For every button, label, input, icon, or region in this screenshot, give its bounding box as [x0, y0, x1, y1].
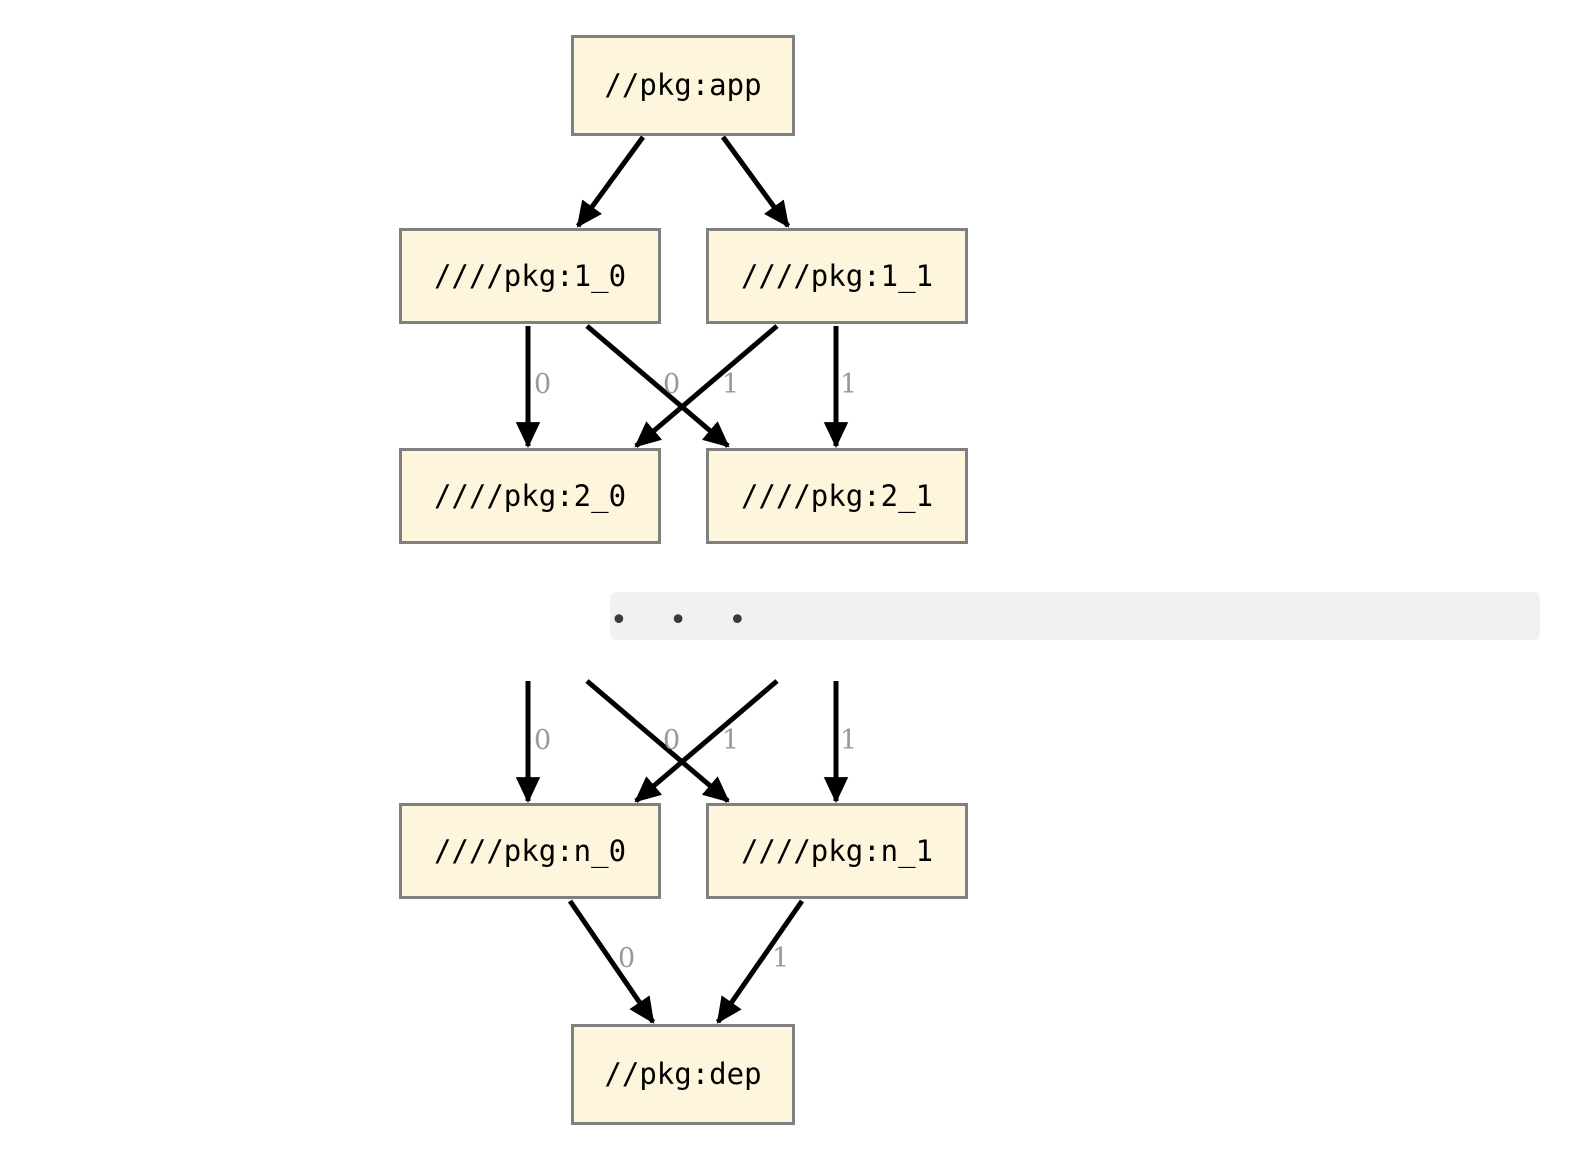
node-2_0-label: ////pkg:2_0: [433, 478, 627, 513]
edge-label-1_1-2_0: 0: [663, 369, 681, 400]
node-app-label: //pkg:app: [604, 68, 762, 102]
node-n_0-label: ////pkg:n_0: [433, 833, 627, 868]
node-n_1[interactable]: ////pkg:n_1: [706, 803, 968, 899]
edge-label-1_0-2_1: 1: [722, 369, 740, 400]
edge-label-above-n_0: 0: [534, 725, 552, 756]
node-n_0[interactable]: ////pkg:n_0: [399, 803, 661, 899]
edge-above2-to-n_0: [634, 679, 779, 803]
ellipsis-band: [610, 592, 1540, 640]
node-dep-label: //pkg:dep: [604, 1057, 762, 1091]
node-2_0[interactable]: ////pkg:2_0: [399, 448, 661, 544]
node-app[interactable]: //pkg:app: [571, 35, 795, 136]
node-2_1-label: ////pkg:2_1: [740, 478, 934, 513]
edge-1_1-to-2_0: [634, 324, 779, 448]
edge-label-n_1-dep: 1: [772, 943, 790, 974]
ellipsis-dots: • • •: [610, 603, 763, 638]
edge-above-to-n_1: [585, 679, 730, 803]
node-1_1[interactable]: ////pkg:1_1: [706, 228, 968, 324]
edge-label-n_0-dep: 0: [618, 943, 636, 974]
edge-label-above2-n_0: 0: [663, 725, 681, 756]
edge-1_0-to-2_1: [585, 324, 730, 448]
node-1_0-label: ////pkg:1_0: [433, 258, 627, 293]
edge-n_0-to-dep: [567, 899, 656, 1024]
edge-n_1-to-dep: [715, 899, 805, 1024]
node-1_1-label: ////pkg:1_1: [740, 258, 934, 293]
edge-label-above2-n_1: 1: [840, 725, 858, 756]
node-n_1-label: ////pkg:n_1: [740, 833, 934, 868]
edge-app-to-1_1: [720, 135, 791, 228]
edge-label-1_1-2_1: 1: [840, 369, 858, 400]
edge-label-1_0-2_0: 0: [534, 369, 552, 400]
edge-app-to-1_0: [575, 135, 646, 228]
edge-label-above-n_1: 1: [722, 725, 740, 756]
node-dep[interactable]: //pkg:dep: [571, 1024, 795, 1125]
node-1_0[interactable]: ////pkg:1_0: [399, 228, 661, 324]
node-2_1[interactable]: ////pkg:2_1: [706, 448, 968, 544]
